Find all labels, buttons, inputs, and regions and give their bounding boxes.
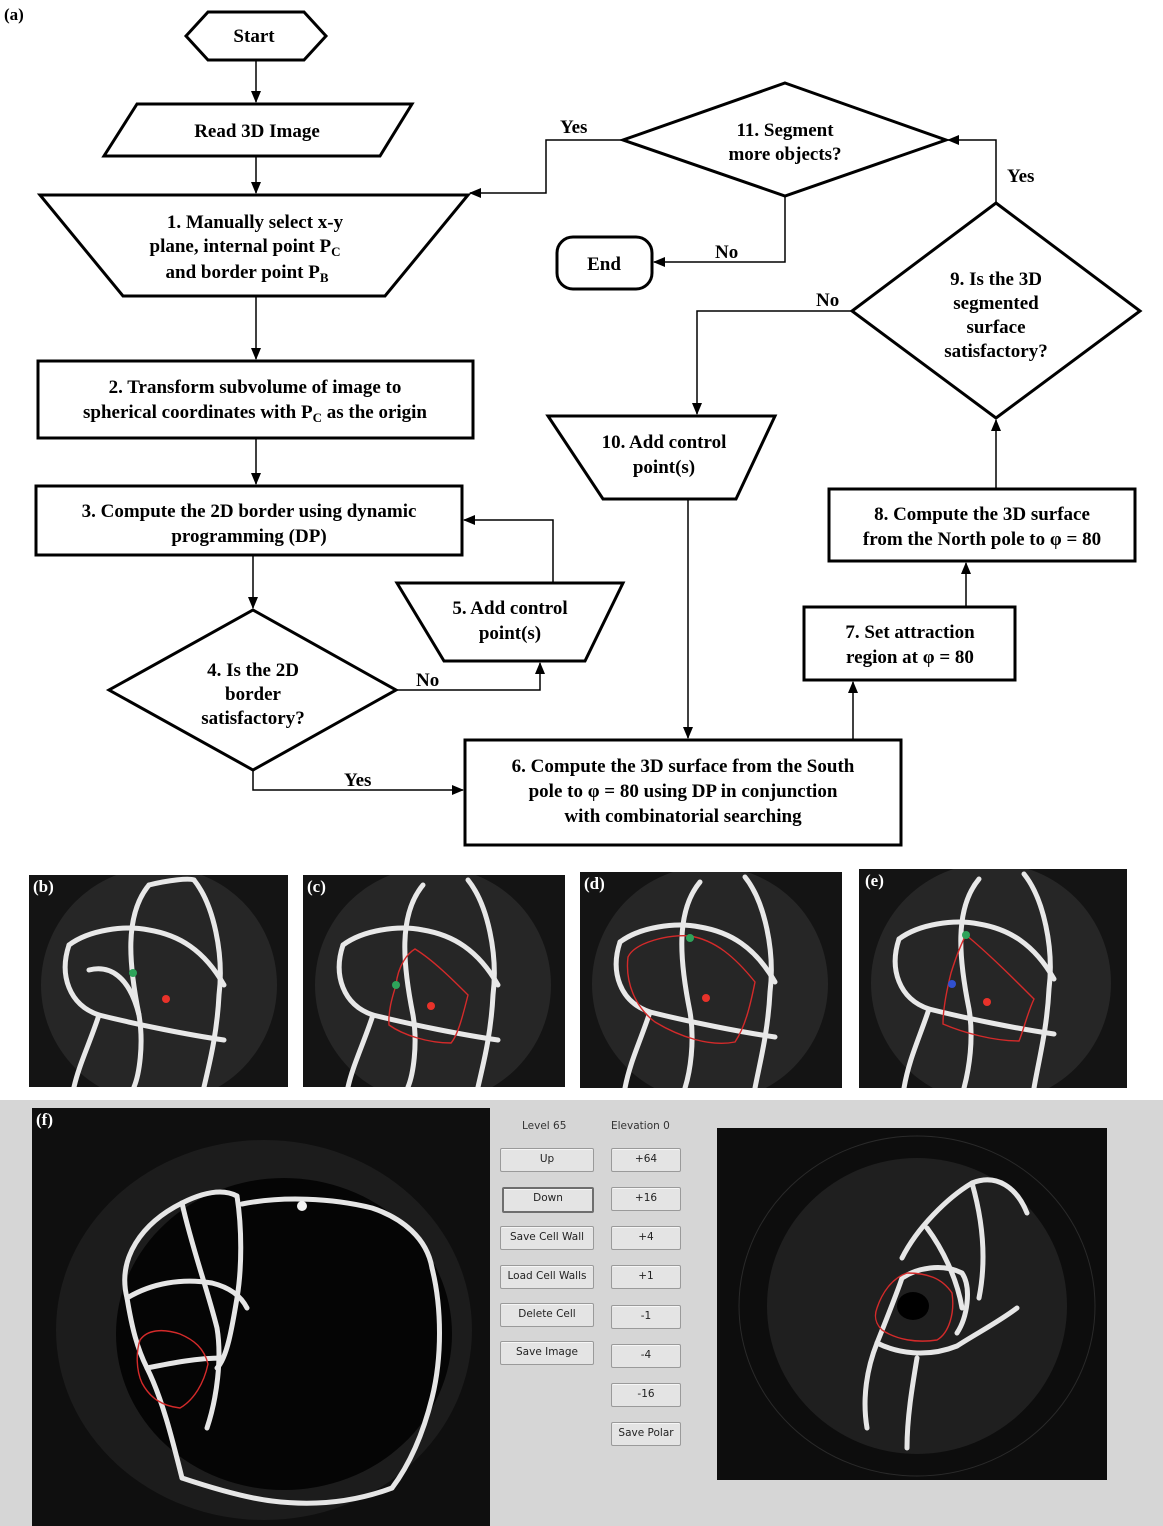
panel-label-f: (f) (36, 1110, 53, 1130)
flowchart: (a) Start Read 3D Image 1. Manually sele… (0, 0, 1163, 860)
load-cell-walls-button[interactable]: Load Cell Walls (500, 1265, 594, 1289)
step7-line1: 7. Set attraction (845, 622, 975, 643)
panel-label-e: (e) (865, 871, 884, 891)
elevation-plus4-button[interactable]: +4 (611, 1226, 681, 1250)
step6-line3: with combinatorial searching (564, 806, 802, 827)
elevation-plus16-button[interactable]: +16 (611, 1187, 681, 1211)
step11-line1: 11. Segment (736, 120, 834, 141)
save-cell-wall-button[interactable]: Save Cell Wall (500, 1226, 594, 1250)
step4-line2: border (225, 684, 282, 705)
step10-line1: 10. Add control (602, 432, 727, 453)
step8-box (829, 489, 1135, 561)
slice-view[interactable] (32, 1108, 490, 1526)
step9-line4: satisfactory? (944, 341, 1047, 362)
step2-line1: 2. Transform subvolume of image to (109, 377, 402, 398)
step8-line2: from the North pole to φ = 80 (863, 529, 1101, 550)
elevation-minus1-button[interactable]: -1 (611, 1305, 681, 1329)
step1-line1: 1. Manually select x-y (167, 212, 344, 233)
step6-line2: pole to φ = 80 using DP in conjunction (529, 781, 838, 802)
label-no-11: No (715, 242, 738, 263)
read-image-text: Read 3D Image (194, 121, 320, 142)
step9-line3: surface (966, 317, 1025, 338)
elevation-minus16-button[interactable]: -16 (611, 1383, 681, 1407)
step3-line2: programming (DP) (171, 526, 326, 547)
step5-box (397, 583, 623, 661)
step2-line2: spherical coordinates with PC as the ori… (83, 402, 427, 425)
panel-label-a: (a) (4, 5, 24, 24)
step9-line2: segmented (953, 293, 1039, 314)
step10-line2: point(s) (633, 457, 695, 478)
panel-e-image (859, 869, 1127, 1088)
panel-b-image (29, 875, 288, 1087)
delete-cell-button[interactable]: Delete Cell (500, 1303, 594, 1327)
panel-label-d: (d) (584, 874, 605, 894)
panel-d-image (580, 872, 842, 1088)
step3-line1: 3. Compute the 2D border using dynamic (82, 501, 417, 522)
label-yes-9: Yes (1007, 166, 1034, 187)
label-no-4: No (416, 670, 439, 691)
step5-line1: 5. Add control (452, 598, 567, 619)
end-text: End (587, 254, 621, 275)
polar-view[interactable] (717, 1128, 1107, 1480)
label-yes-11: Yes (560, 117, 587, 138)
level-label: Level 65 (522, 1120, 566, 1132)
step6-line1: 6. Compute the 3D surface from the South (512, 756, 855, 777)
save-polar-button[interactable]: Save Polar (611, 1422, 681, 1446)
arrow-step5-step3 (464, 520, 553, 583)
arrow-step9-no-step10 (697, 311, 852, 414)
save-image-button[interactable]: Save Image (500, 1341, 594, 1365)
panel-c-image (303, 875, 565, 1087)
label-yes-4: Yes (344, 770, 371, 791)
start-text: Start (233, 26, 275, 47)
up-button[interactable]: Up (500, 1148, 594, 1172)
label-no-9: No (816, 290, 839, 311)
segmentation-gui: Level 65 Elevation 0 Up Down Save Cell W… (0, 1100, 1163, 1526)
panel-label-b: (b) (33, 877, 54, 897)
step8-line1: 8. Compute the 3D surface (874, 504, 1090, 525)
step2-box (38, 361, 473, 438)
step5-line2: point(s) (479, 623, 541, 644)
step4-line1: 4. Is the 2D (207, 660, 299, 681)
elevation-plus64-button[interactable]: +64 (611, 1148, 681, 1172)
elevation-label: Elevation 0 (611, 1120, 670, 1132)
step7-line2: region at φ = 80 (846, 647, 974, 668)
step1-line3: and border point PB (166, 262, 329, 285)
elevation-plus1-button[interactable]: +1 (611, 1265, 681, 1289)
elevation-minus4-button[interactable]: -4 (611, 1344, 681, 1368)
step9-line1: 9. Is the 3D (950, 269, 1042, 290)
arrow-step11-yes-step1 (470, 140, 623, 193)
step1-line2: plane, internal point PC (150, 236, 341, 259)
step4-line3: satisfactory? (201, 708, 304, 729)
step7-box (804, 607, 1015, 680)
arrow-step9-yes-step11 (948, 140, 996, 203)
down-button[interactable]: Down (502, 1187, 594, 1213)
step11-line2: more objects? (728, 144, 841, 165)
panel-label-c: (c) (307, 877, 326, 897)
